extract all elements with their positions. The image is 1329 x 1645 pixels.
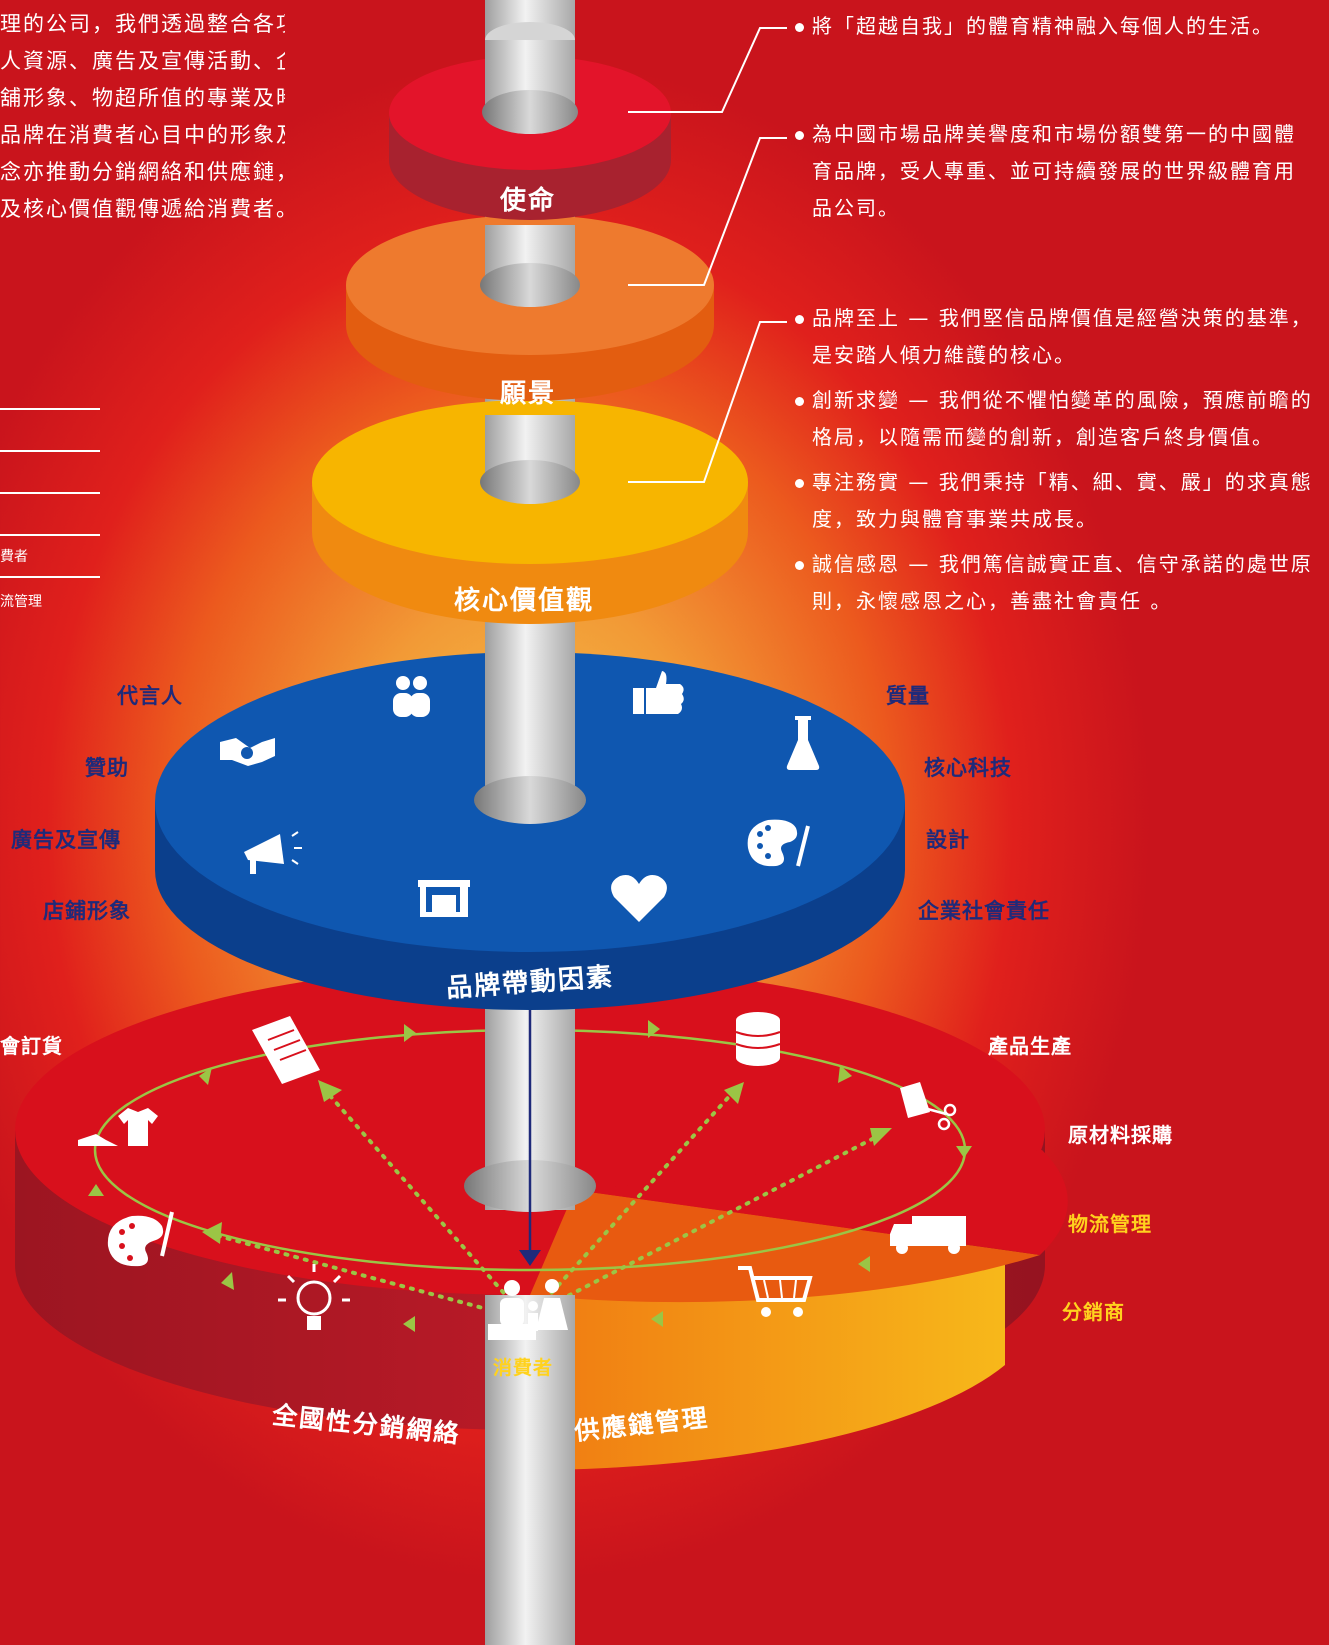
network-distributors: 分銷商 <box>1062 1300 1125 1324</box>
megaphone-icon <box>244 831 302 874</box>
intro-line: 理的公司，我們透過整合各項 <box>0 12 285 36</box>
left-caption-consumer: 費者 <box>0 549 28 565</box>
network-raw-materials: 原材料採購 <box>1068 1123 1173 1147</box>
network-ordering: 會訂貨 <box>0 1034 63 1058</box>
left-caption-logistics: 流管理 <box>0 594 42 610</box>
intro-line: 舖形象、物超所值的專業及時 <box>0 86 285 110</box>
driver-store-image: 店鋪形象 <box>43 899 131 923</box>
order-form-icon <box>252 1016 320 1084</box>
database-icon <box>735 1012 781 1066</box>
driver-core-technology: 核心科技 <box>924 756 1012 780</box>
intro-line: 品牌在消費者心目中的形象及 <box>0 123 285 147</box>
driver-spokesman: 代言人 <box>117 684 183 708</box>
vision-title: 願景 <box>500 379 557 409</box>
driver-quality: 質量 <box>886 684 930 708</box>
core-values-title: 核心價值觀 <box>454 586 595 616</box>
drivers-disc <box>155 652 905 1010</box>
driver-advertising: 廣告及宣傳 <box>11 828 121 852</box>
intro-line: 念亦推動分銷網絡和供應鏈， <box>0 160 285 184</box>
truck-icon <box>890 1216 966 1254</box>
network-logistics: 物流管理 <box>1068 1212 1152 1236</box>
flask-icon <box>786 716 820 770</box>
intro-line: 及核心價值觀傳遞給消費者。 <box>0 197 285 221</box>
lightbulb-icon <box>278 1264 350 1330</box>
value-innovation: 創新求變 — 我們從不懼怕變革的風險，預應前瞻的格局，以隨需而變的創新，創造客戶… <box>795 382 1313 456</box>
consumer-label: 消費者 <box>493 1357 554 1379</box>
spokesman-icon <box>393 676 430 717</box>
store-icon <box>418 880 470 917</box>
value-brand-first: 品牌至上 — 我們堅信品牌價值是經營決策的基準，是安踏人傾力維護的核心。 <box>795 300 1313 374</box>
palette-icon <box>747 819 810 867</box>
heart-icon <box>611 875 667 922</box>
thumbs-up-icon <box>633 671 684 714</box>
value-integrity: 誠信感恩 — 我們篤信誠實正直、信守承諾的處世原則，永懷感恩之心，善盡社會責任 … <box>795 546 1313 620</box>
shopping-cart-icon <box>738 1266 813 1317</box>
value-pragmatism: 專注務實 — 我們秉持「精、細、實、嚴」的求真態度，致力與體育事業共成長。 <box>795 464 1313 538</box>
scissors-icon <box>900 1082 957 1131</box>
driver-design: 設計 <box>926 828 970 852</box>
network-production: 產品生產 <box>988 1034 1072 1058</box>
mission-text: 將「超越自我」的體育精神融入每個人的生活。 <box>795 8 1274 45</box>
consumers-icon <box>488 1279 568 1340</box>
vision-text: 為中國市場品牌美譽度和市場份額雙第一的中國體 育品牌，受人專重、並可持續發展的世… <box>795 116 1329 227</box>
mission-title: 使命 <box>500 186 557 216</box>
handshake-icon <box>220 738 275 766</box>
driver-sponsorship: 贊助 <box>85 756 129 780</box>
intro-line: 人資源、廣告及宣傳活動、企 <box>0 49 285 73</box>
driver-csr: 企業社會責任 <box>918 899 1050 923</box>
design-palette-icon <box>107 1211 174 1267</box>
intro-paragraph: 理的公司，我們透過整合各項 人資源、廣告及宣傳活動、企 舖形象、物超所值的專業及… <box>0 6 285 228</box>
apparel-icon <box>78 1108 158 1146</box>
